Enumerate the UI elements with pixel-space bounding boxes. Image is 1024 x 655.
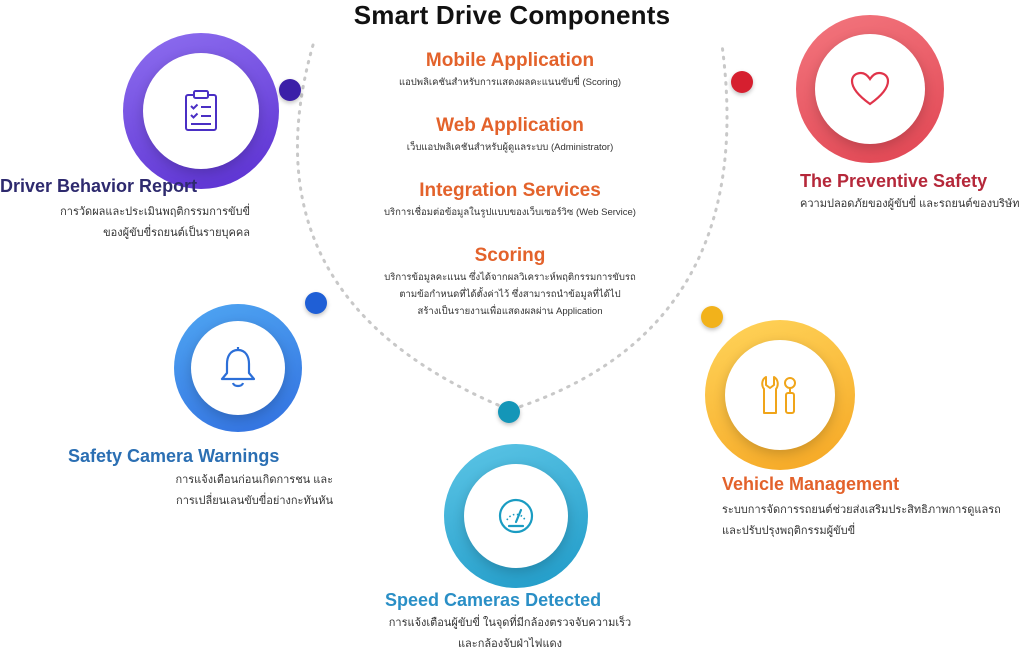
speed-cameras-desc: การแจ้งเตือนผู้ขับขี่ ในจุดที่มีกล้องตรว… <box>380 613 640 655</box>
arc-dot-orange <box>701 306 723 328</box>
center-heading: Scoring <box>474 245 546 266</box>
center-mobile-app: Mobile Application แอปพลิเคชันสำหรับการแ… <box>360 50 660 91</box>
safety-camera-circle <box>174 304 302 432</box>
preventive-safety-desc: ความปลอดภัยของผู้ขับขี่ และรถยนต์ของบริษ… <box>800 194 1024 215</box>
arc-dot-red <box>731 71 753 93</box>
vehicle-mgmt-icon-holder <box>725 340 835 450</box>
center-heading: Mobile Application <box>425 50 595 71</box>
center-heading: Integration Services <box>419 180 601 201</box>
speed-cameras-circle <box>444 444 588 588</box>
heart-icon <box>850 71 890 106</box>
center-desc: เว็บแอปพลิเคชันสำหรับผู้ดูแลระบบ (Admini… <box>406 142 614 153</box>
desc-line: การเปลี่ยนเลนขับขี่อย่างกะทันหัน <box>176 495 333 507</box>
arc-dot-blue <box>305 292 327 314</box>
page-title: Smart Drive Components <box>353 0 671 30</box>
clipboard-checklist-icon <box>185 90 217 131</box>
preventive-safety-heading: The Preventive Safety <box>800 171 988 191</box>
safety-camera-heading: Safety Camera Warnings <box>68 446 280 466</box>
center-desc-line: บริการข้อมูลคะแนน ซึ่งได้จากผลวิเคราะห์พ… <box>384 272 636 283</box>
center-desc-line: ตามข้อกำหนดที่ได้ตั้งค่าไว้ ซึ่งสามารถนำ… <box>399 289 621 300</box>
center-heading: Web Application <box>436 115 584 136</box>
driver-behavior-desc: การวัดผลและประเมินพฤติกรรมการขับขี่ ของผ… <box>30 202 250 244</box>
safety-camera-icon-holder <box>191 321 285 415</box>
desc-line: และกล้องจับฝ่าไฟแดง <box>457 638 563 650</box>
center-web-app: Web Application เว็บแอปพลิเคชันสำหรับผู้… <box>360 115 660 156</box>
desc-line: ความปลอดภัยของผู้ขับขี่ และรถยนต์ของบริษ… <box>800 198 1020 210</box>
desc-line: ระบบการจัดการรถยนต์ช่วยส่งเสริมประสิทธิภ… <box>722 504 1001 516</box>
preventive-safety-icon-holder <box>815 34 925 144</box>
driver-behavior-circle <box>123 33 279 189</box>
bell-icon <box>220 347 256 388</box>
driver-behavior-heading: Driver Behavior Report <box>0 176 198 196</box>
preventive-safety-circle <box>796 15 944 163</box>
center-integration: Integration Services บริการเชื่อมต่อข้อม… <box>360 180 660 221</box>
center-desc-line: สร้างเป็นรายงานเพื่อแสดงผลผ่าน Applicati… <box>417 306 603 317</box>
desc-line: การแจ้งเตือนก่อนเกิดการชน และ <box>175 474 333 486</box>
vehicle-mgmt-circle <box>705 320 855 470</box>
center-desc: บริการเชื่อมต่อข้อมูลในรูปแบบของเว็บเซอร… <box>384 207 636 218</box>
desc-line: ของผู้ขับขี่รถยนต์เป็นรายบุคคล <box>103 227 250 239</box>
wrench-screwdriver-icon <box>761 376 796 414</box>
center-desc: แอปพลิเคชันสำหรับการแสดงผลคะแนนขับขี่ (S… <box>398 77 622 88</box>
speed-cameras-heading: Speed Cameras Detected <box>385 590 602 610</box>
safety-camera-desc: การแจ้งเตือนก่อนเกิดการชน และ การเปลี่ยน… <box>100 470 333 512</box>
speedometer-icon <box>498 498 534 534</box>
desc-line: การวัดผลและประเมินพฤติกรรมการขับขี่ <box>60 206 250 218</box>
desc-line: และปรับปรุงพฤติกรรมผู้ขับขี่ <box>722 525 856 537</box>
center-scoring: Scoring บริการข้อมูลคะแนน ซึ่งได้จากผลวิ… <box>360 245 660 320</box>
arc-dot-teal <box>498 401 520 423</box>
driver-behavior-icon-holder <box>143 53 259 169</box>
desc-line: การแจ้งเตือนผู้ขับขี่ ในจุดที่มีกล้องตรว… <box>388 617 632 629</box>
vehicle-mgmt-heading: Vehicle Management <box>722 474 900 494</box>
speed-cameras-icon-holder <box>464 464 568 568</box>
arc-dot-purple <box>279 79 301 101</box>
vehicle-mgmt-desc: ระบบการจัดการรถยนต์ช่วยส่งเสริมประสิทธิภ… <box>722 500 1022 542</box>
